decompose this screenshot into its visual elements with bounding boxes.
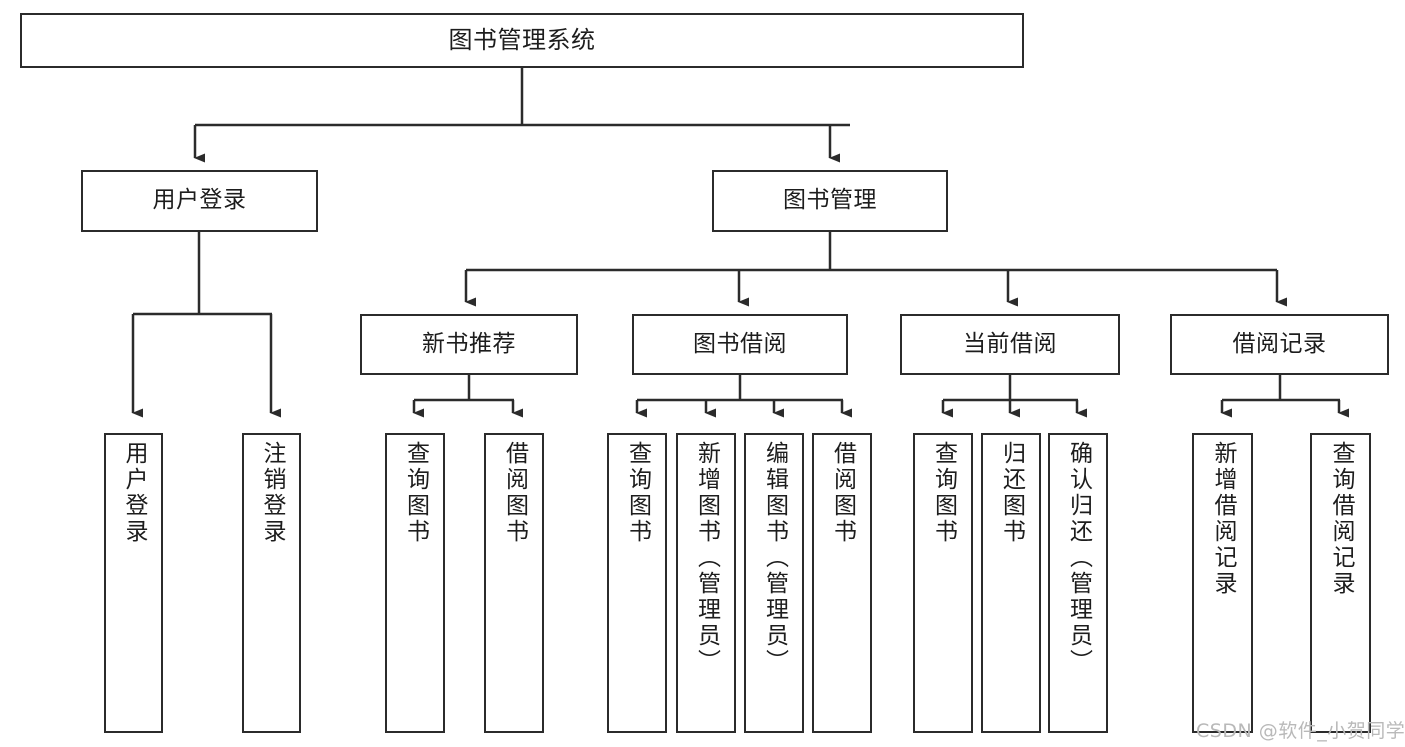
node-current-borrow[interactable]: 当前借阅 bbox=[900, 314, 1120, 375]
leaf-borrow-add-book-admin[interactable]: 新增图书（管理员） bbox=[676, 433, 736, 733]
node-user-login[interactable]: 用户登录 bbox=[81, 170, 318, 232]
node-label: 用户登录 bbox=[121, 441, 147, 545]
node-label: 查询图书 bbox=[624, 441, 651, 545]
node-label: 编辑图书（管理员） bbox=[761, 441, 788, 675]
node-label: 注销登录 bbox=[259, 441, 285, 545]
leaf-borrow-query-book[interactable]: 查询图书 bbox=[607, 433, 667, 733]
leaf-current-return-book[interactable]: 归还图书 bbox=[981, 433, 1041, 733]
leaf-record-query-borrow-record[interactable]: 查询借阅记录 bbox=[1310, 433, 1371, 733]
leaf-recommend-borrow-book[interactable]: 借阅图书 bbox=[484, 433, 544, 733]
node-label: 图书管理 bbox=[783, 187, 877, 214]
node-label: 查询图书 bbox=[402, 441, 429, 545]
node-book-borrow[interactable]: 图书借阅 bbox=[632, 314, 848, 375]
node-label: 新书推荐 bbox=[422, 330, 516, 357]
leaf-user-login-login[interactable]: 用户登录 bbox=[104, 433, 163, 733]
node-new-book-recommend[interactable]: 新书推荐 bbox=[360, 314, 578, 375]
leaf-borrow-borrow-book[interactable]: 借阅图书 bbox=[812, 433, 872, 733]
node-label: 确认归还（管理员） bbox=[1065, 441, 1092, 675]
leaf-record-add-borrow-record[interactable]: 新增借阅记录 bbox=[1192, 433, 1253, 733]
node-label: 图书借阅 bbox=[693, 330, 787, 357]
node-book-management[interactable]: 图书管理 bbox=[712, 170, 948, 232]
node-label: 新增图书（管理员） bbox=[693, 441, 720, 675]
node-label: 新增借阅记录 bbox=[1210, 441, 1236, 597]
node-label: 归还图书 bbox=[998, 441, 1025, 545]
node-label: 用户登录 bbox=[152, 187, 247, 214]
leaf-current-query-book[interactable]: 查询图书 bbox=[913, 433, 973, 733]
node-root-book-management-system[interactable]: 图书管理系统 bbox=[20, 13, 1024, 68]
node-label: 查询借阅记录 bbox=[1328, 441, 1354, 597]
leaf-borrow-edit-book-admin[interactable]: 编辑图书（管理员） bbox=[744, 433, 804, 733]
node-label: 当前借阅 bbox=[963, 330, 1057, 357]
node-label: 借阅图书 bbox=[501, 441, 528, 545]
node-label: 借阅记录 bbox=[1232, 330, 1327, 357]
node-label: 图书管理系统 bbox=[448, 26, 596, 55]
node-label: 借阅图书 bbox=[829, 441, 856, 545]
node-label: 查询图书 bbox=[930, 441, 957, 545]
leaf-user-login-logout[interactable]: 注销登录 bbox=[242, 433, 301, 733]
leaf-current-confirm-return-admin[interactable]: 确认归还（管理员） bbox=[1048, 433, 1108, 733]
leaf-recommend-query-book[interactable]: 查询图书 bbox=[385, 433, 445, 733]
node-borrow-record[interactable]: 借阅记录 bbox=[1170, 314, 1389, 375]
